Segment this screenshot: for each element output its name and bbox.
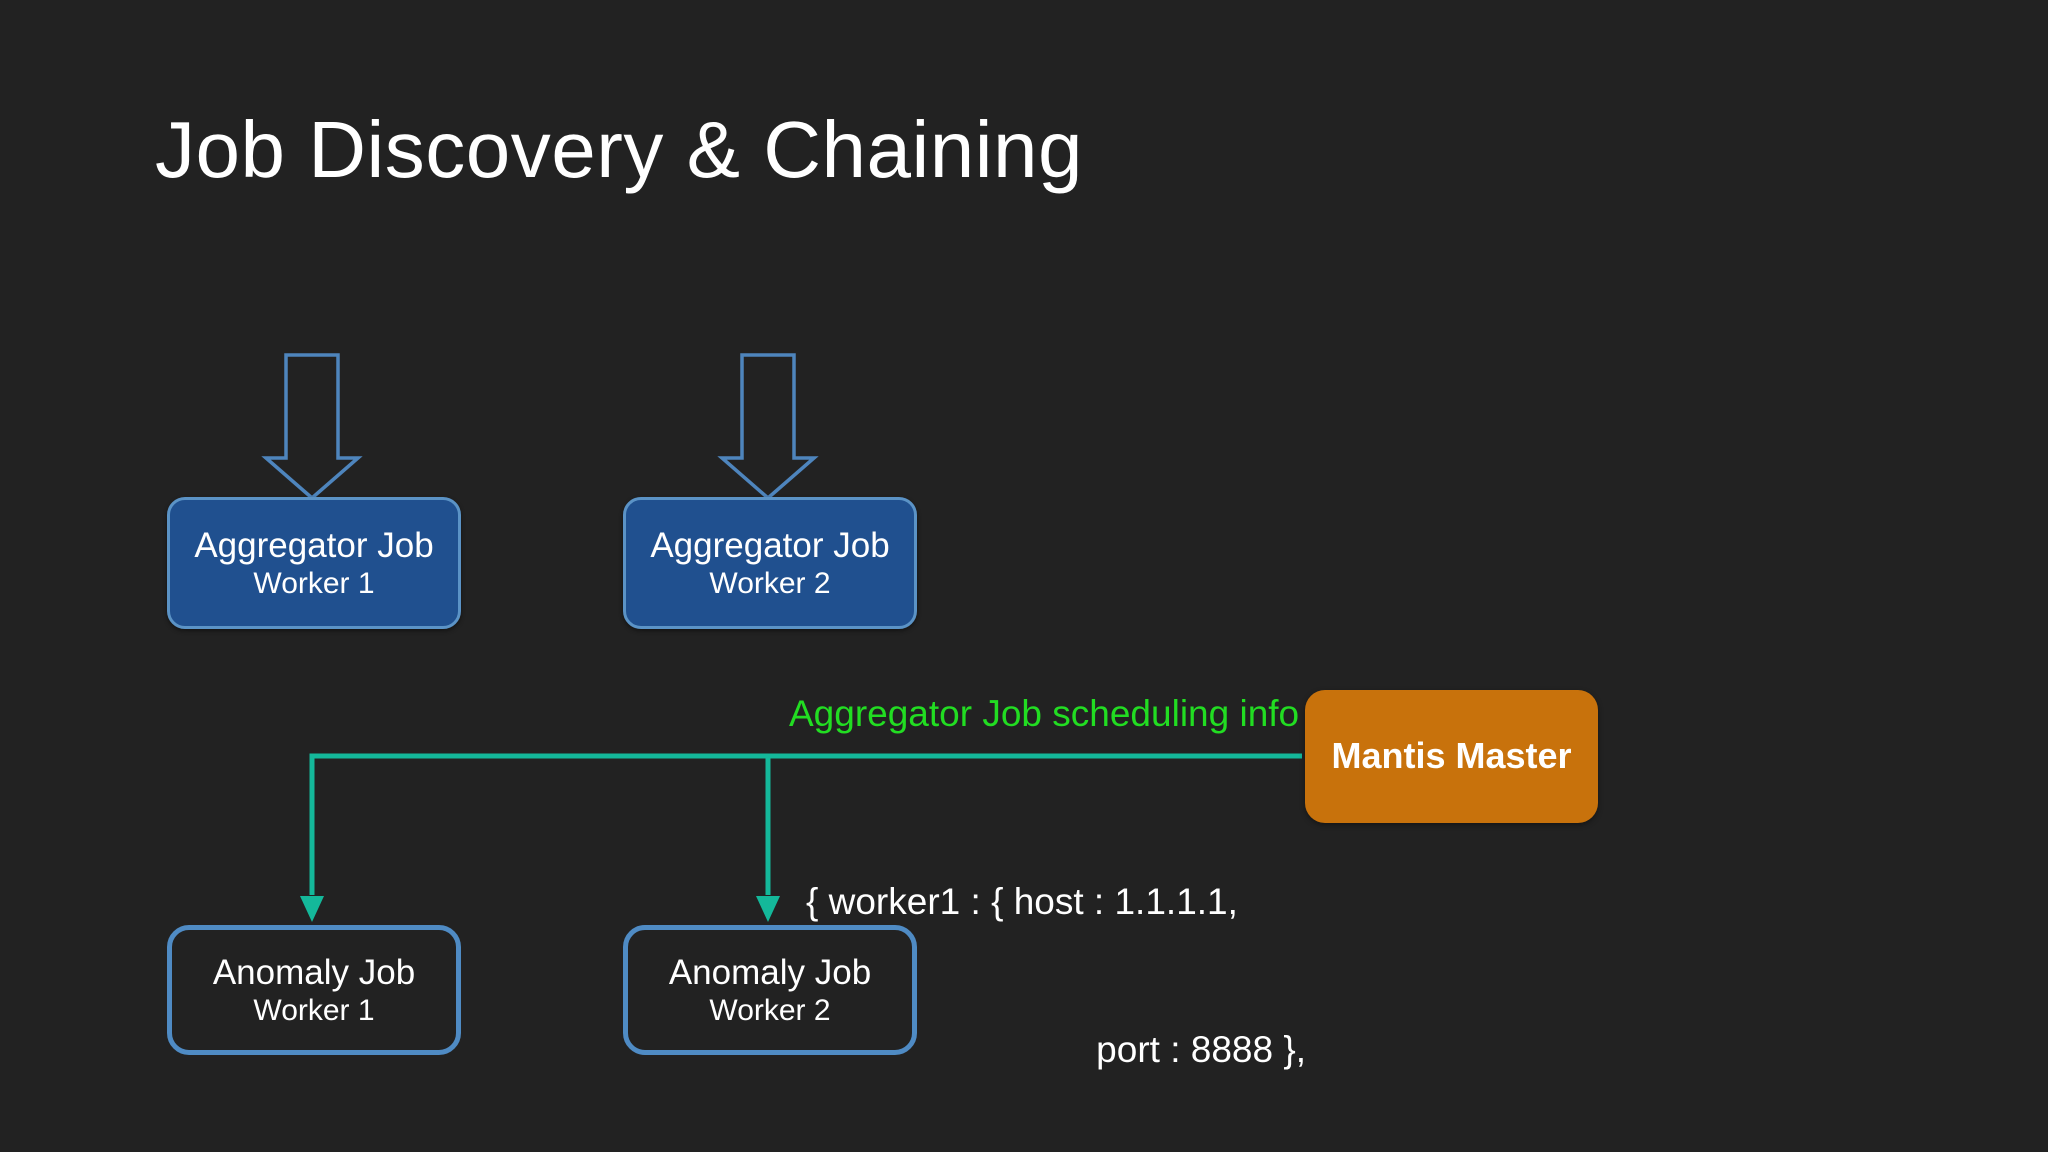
node-subtitle: Worker 2 — [709, 993, 831, 1027]
node-title: Mantis Master — [1331, 735, 1572, 777]
node-title: Aggregator Job — [650, 525, 890, 565]
node-anomaly-job-worker-2[interactable]: Anomaly Job Worker 2 — [623, 925, 917, 1055]
node-anomaly-job-worker-1[interactable]: Anomaly Job Worker 1 — [167, 925, 461, 1055]
json-line-1: { worker1 : { host : 1.1.1.1, — [806, 881, 1238, 923]
json-line-2: port : 8888 }, — [1096, 1029, 1306, 1071]
node-title: Anomaly Job — [212, 952, 416, 992]
node-title: Anomaly Job — [668, 952, 872, 992]
page-title: Job Discovery & Chaining — [155, 105, 1083, 194]
scheduling-json-payload: { worker1 : { host : 1.1.1.1, port : 888… — [806, 779, 1306, 1152]
input-arrow-worker-2-icon — [717, 353, 819, 501]
scheduling-arrowhead-worker-1-icon — [300, 896, 324, 922]
node-subtitle: Worker 2 — [709, 566, 831, 600]
node-aggregator-job-worker-1[interactable]: Aggregator Job Worker 1 — [167, 497, 461, 629]
node-title: Aggregator Job — [194, 525, 434, 565]
node-aggregator-job-worker-2[interactable]: Aggregator Job Worker 2 — [623, 497, 917, 629]
node-subtitle: Worker 1 — [253, 993, 375, 1027]
scheduling-bus-line — [309, 753, 1302, 895]
scheduling-arrowhead-worker-2-icon — [756, 896, 780, 922]
scheduling-info-label: Aggregator Job scheduling info — [789, 693, 1300, 734]
node-subtitle: Worker 1 — [253, 566, 375, 600]
input-arrow-worker-1-icon — [261, 353, 363, 501]
node-mantis-master[interactable]: Mantis Master — [1305, 690, 1598, 823]
